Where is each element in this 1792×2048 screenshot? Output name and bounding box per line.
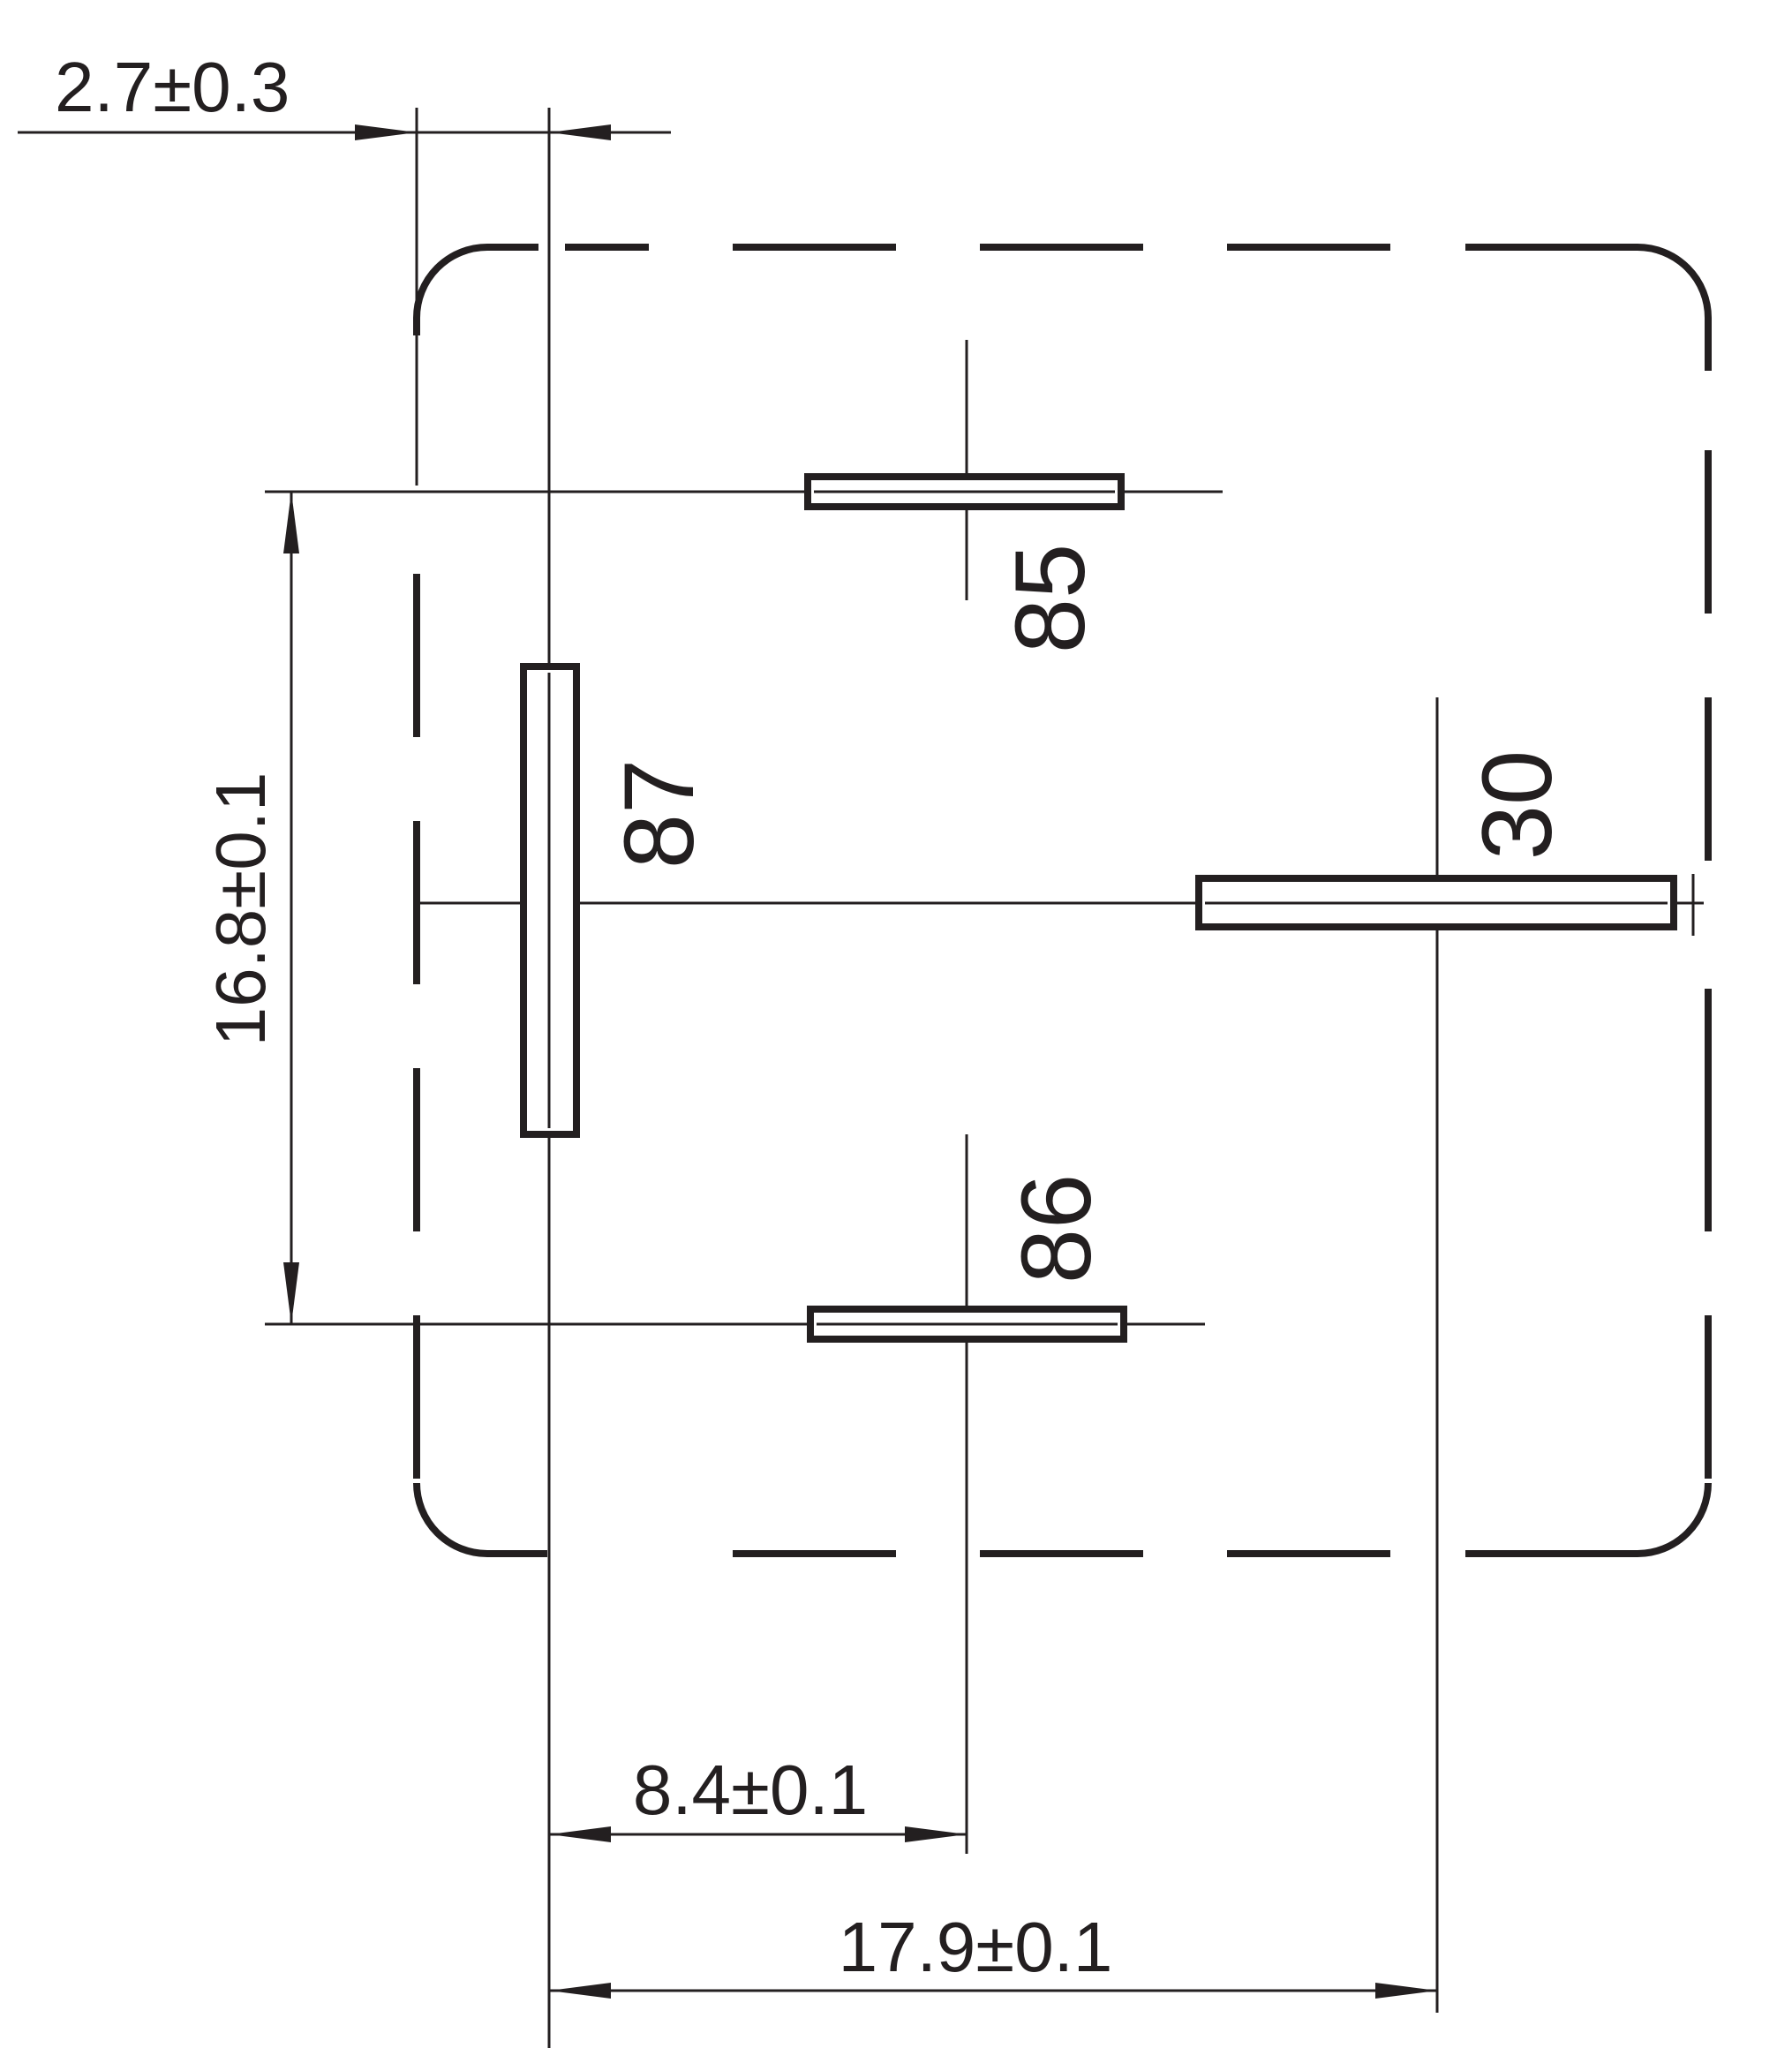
pin-87-label: 87 <box>604 759 714 870</box>
arrow-2-7-right <box>549 124 611 140</box>
dim-horizontal-long-label: 17.9±0.1 <box>839 1908 1113 1986</box>
pin-86-blade <box>807 1306 1127 1343</box>
pin-86-label: 86 <box>1001 1174 1111 1284</box>
outline-corner-top-left <box>413 244 538 335</box>
dimension-arrowheads <box>283 124 1437 1999</box>
arrow-8-4-right <box>905 1826 967 1842</box>
arrow-8-4-left <box>549 1826 611 1842</box>
pin-30-blade <box>1195 875 1677 930</box>
pin-87-blade <box>520 663 580 1138</box>
pin-85-label: 85 <box>995 544 1105 654</box>
outline-corner-bottom-right <box>1465 1482 1712 1557</box>
dim-vertical-pitch-label: 16.8±0.1 <box>201 772 280 1047</box>
pin-85-blade <box>804 473 1125 510</box>
pin-30-label: 30 <box>1462 750 1572 861</box>
dim-pin-offset-label: 2.7±0.3 <box>55 48 290 126</box>
arrow-17-9-right <box>1375 1983 1437 1999</box>
arrow-16-8-top <box>283 492 299 553</box>
arrow-17-9-left <box>549 1983 611 1999</box>
arrow-2-7-left <box>355 124 417 140</box>
dim-horizontal-short-label: 8.4±0.1 <box>633 1751 868 1829</box>
outline-corner-top-right <box>1465 244 1712 371</box>
outline-corner-bottom-left <box>413 1482 547 1557</box>
arrow-16-8-bottom <box>283 1262 299 1324</box>
